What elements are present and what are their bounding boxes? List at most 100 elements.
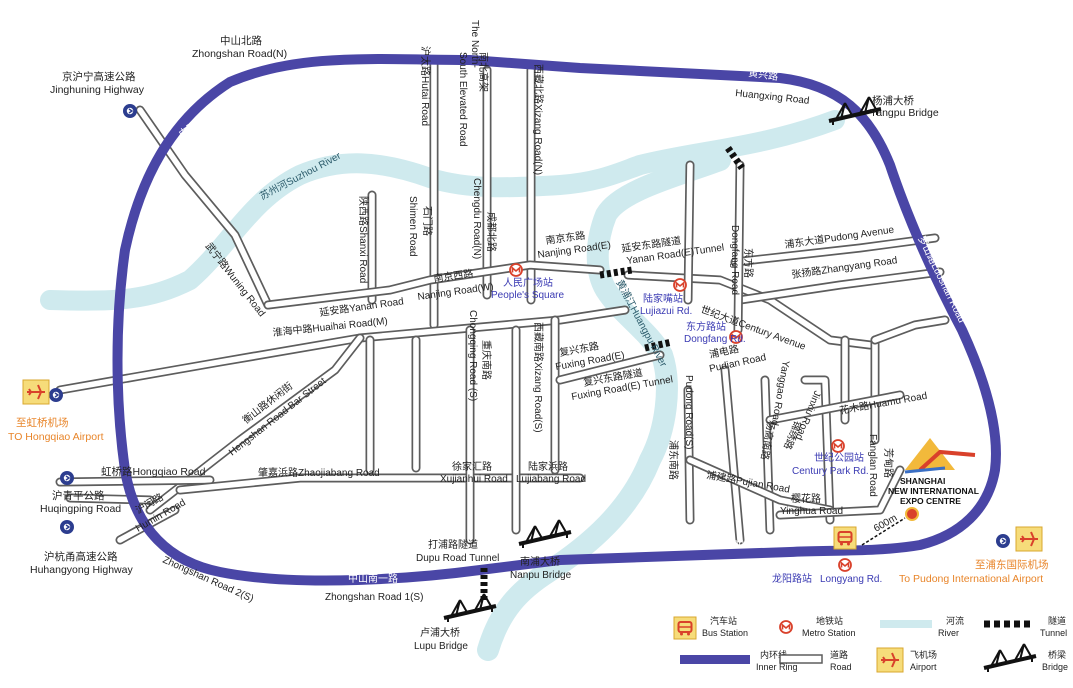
label-lujiabang-zh: 陆家浜路: [528, 460, 568, 473]
label-peoples-square-zh: 人民广场站: [503, 276, 553, 289]
label-lupu-zh: 卢浦大桥: [420, 626, 460, 639]
label-xujiahui-zh: 徐家汇路: [452, 460, 492, 473]
label-lujiabang-en: Lujiabang Road: [516, 474, 586, 485]
label-dupu-tunnel-en: Dupu Road Tunnel: [416, 553, 499, 564]
legend-metro-en: Metro Station: [802, 628, 856, 638]
expo-logo-stripe: [918, 449, 976, 472]
tunnel-yanan: [599, 266, 633, 279]
legend: 汽车站 Bus Station 地铁站 Metro Station 河流 Riv…: [673, 615, 1068, 674]
nanpu-bridge-icon: [517, 518, 573, 550]
label-jinghuning-zh: 京沪宁高速公路: [62, 70, 136, 83]
label-chongqing: Chongqing Road (S): [467, 310, 478, 401]
label-dongfang-station-en: Dongfang Rd.: [684, 334, 746, 345]
label-huhangyong-en: Huhangyong Highway: [30, 564, 133, 576]
expo-line3: EXPO CENTRE: [900, 496, 961, 506]
label-peoples-square-en: People's Square: [491, 290, 565, 301]
label-lujiazui-en: Lujiazui Rd.: [640, 306, 692, 317]
expo-location-marker: [905, 507, 919, 521]
label-zhongshan-1s-zh: 中山南一路: [348, 572, 398, 585]
label-pudong-s-en: Pudong Road(S): [683, 375, 694, 450]
label-dongfang-station-zh: 东方路站: [686, 320, 726, 333]
legend-bus-zh: 汽车站: [710, 615, 737, 626]
legend-ring-swatch: [680, 655, 750, 664]
label-nsev-1: The North-: [469, 20, 480, 68]
airport-icon-pudong: [1015, 526, 1043, 552]
arrow-icon-huhangyong: [59, 519, 75, 535]
legend-ring-zh: 内环线: [760, 649, 787, 660]
label-zhongshan-n-zh: 中山北路: [220, 34, 262, 47]
label-lupu-en: Lupu Bridge: [414, 641, 468, 652]
lupu-bridge-icon: [442, 592, 498, 624]
label-hutai: 沪太路Hutai Road: [419, 46, 432, 126]
airport-icon-hongqiao: [22, 379, 50, 405]
expo-logo-blue: [904, 466, 946, 474]
legend-river-swatch: [880, 620, 932, 628]
label-century-park-zh: 世纪公园站: [814, 451, 864, 464]
label-yangpu-zh: 杨浦大桥: [872, 94, 914, 107]
label-yinghua-zh: 樱花路: [791, 492, 821, 505]
label-longyang-station-en: Longyang Rd.: [820, 574, 882, 585]
label-fanglan-en: Fanglan Road: [867, 434, 878, 497]
legend-bus-icon: [673, 616, 697, 640]
legend-metro-zh: 地铁站: [816, 615, 843, 626]
label-huamu: 花木路Huamu Road: [838, 389, 928, 417]
legend-road-swatch: [779, 654, 823, 664]
label-century-park-en: Century Park Rd.: [792, 466, 869, 477]
tunnels: [480, 145, 745, 600]
legend-tunnel-en: Tunnel: [1040, 628, 1067, 638]
label-nanpu-zh: 南浦大桥: [520, 555, 560, 568]
label-hongqiao-road: 虹桥路Hongqiao Road: [101, 465, 206, 478]
label-huqingping-en: Huqingping Road: [40, 503, 121, 515]
label-dupu-tunnel-zh: 打浦路隧道: [428, 538, 478, 551]
label-jinghuning-en: Jinghuning Highway: [50, 84, 145, 96]
label-longyang-station: 龙阳路站: [772, 572, 812, 585]
label-zhongshan-n-en: Zhongshan Road(N): [192, 48, 287, 60]
label-fanglan-zh: 芳甸路: [882, 448, 895, 478]
label-huhangyong-zh: 沪杭甬高速公路: [44, 550, 118, 563]
legend-river-en: River: [938, 628, 959, 638]
label-chongqing-zh: 重庆南路: [480, 340, 493, 380]
expo-line2: NEW INTERNATIONAL: [888, 486, 979, 496]
huangpu-river: [477, 149, 731, 661]
legend-airport-zh: 飞机场: [910, 649, 937, 660]
label-hongqiao-airport-en: TO Hongqiao Airport: [8, 431, 104, 443]
label-pudong-airport-en: To Pudong International Airport: [899, 573, 1043, 585]
legend-river-zh: 河流: [946, 615, 964, 626]
label-zhongshan-1s-en: Zhongshan Road 1(S): [325, 592, 423, 603]
label-huangxing-zh: 黄兴路: [748, 66, 780, 83]
label-nsev-2: South Elevated Road: [457, 52, 468, 147]
label-zhaojiabang: 肇嘉浜路Zhaojiabang Road: [258, 466, 380, 479]
label-nanjing-w-zh: 南京西路: [433, 267, 474, 285]
arrow-icon-jinghuning: [122, 103, 138, 119]
tunnel-fuxing: [644, 338, 673, 352]
label-nanpu-en: Nanpu Bridge: [510, 570, 572, 581]
label-shimen-en: Shimen Road: [407, 196, 418, 257]
legend-airport-en: Airport: [910, 662, 937, 672]
label-pujian: 浦建路Pujian Road: [705, 468, 790, 495]
label-huangxing-en: Huangxing Road: [735, 88, 810, 107]
arrow-icon-hongqiao: [48, 387, 64, 403]
label-chengdu-zh: 成都北路: [485, 212, 498, 252]
legend-road-en: Road: [830, 662, 852, 672]
expo-distance-arrow: [861, 517, 906, 546]
legend-ring-en: Inner Ring: [756, 662, 798, 672]
legend-road-zh: 道路: [830, 649, 848, 660]
legend-bus-en: Bus Station: [702, 628, 748, 638]
metro-icon-longyang: [838, 558, 852, 572]
label-dongfang-zh: 东方路: [742, 248, 755, 278]
label-shimen-zh: 石门路: [421, 206, 434, 236]
arrow-icon-pudong: [995, 533, 1011, 549]
legend-tunnel-zh: 隧道: [1048, 615, 1066, 626]
arrow-icon-huqingping: [59, 470, 75, 486]
metro-icon-century-park: [831, 439, 845, 453]
label-shanxi: 陕西路Shanxi Road: [357, 196, 370, 283]
label-dongfang-en: Dongfang Road: [729, 225, 740, 295]
label-lujiazui-zh: 陆家嘴站: [643, 292, 683, 305]
expo-logo: [905, 438, 955, 470]
label-xizang-n: 西藏北路Xizang Road(N): [532, 64, 545, 175]
label-yanggao-zh: 杨高南路: [758, 419, 778, 461]
label-yinghua-en: Yinghua Road: [780, 506, 843, 517]
legend-metro-icon: [779, 620, 793, 634]
label-luoshan: 罗山路Luoshan Road: [915, 234, 968, 325]
label-xujiahui-en: Xujianhui Road: [440, 474, 508, 485]
